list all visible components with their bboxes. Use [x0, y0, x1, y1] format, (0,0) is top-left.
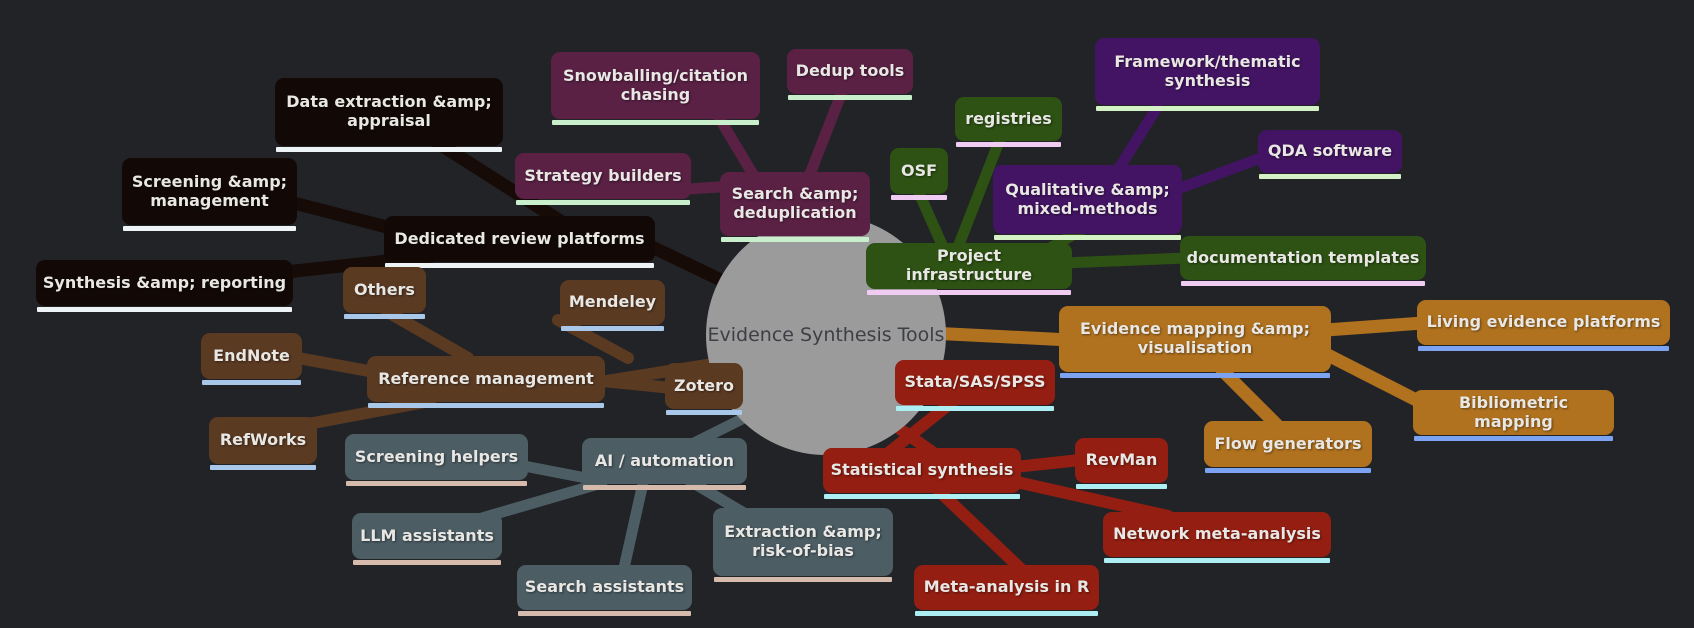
node-zotero[interactable]: Zotero	[665, 363, 743, 415]
node-bibliometric-mapping[interactable]: Bibliometric mapping	[1413, 390, 1614, 441]
node-osf[interactable]: OSF	[890, 148, 948, 200]
node-qualitative-mixed-methods[interactable]: Qualitative &amp; mixed-methods	[993, 165, 1182, 240]
node-label: RevMan	[1085, 450, 1158, 470]
node-data-extraction-appraisal[interactable]: Data extraction &amp; appraisal	[275, 78, 503, 152]
node-label: Project infrastructure	[905, 246, 1033, 284]
link-qualitative-framework	[1112, 100, 1164, 176]
node-label: OSF	[900, 160, 938, 180]
node-label: AI / automation	[594, 450, 735, 470]
node-llm-assistants[interactable]: LLM assistants	[352, 513, 502, 565]
node-label: Meta-analysis in R	[923, 577, 1090, 597]
node-ai-automation[interactable]: AI / automation	[582, 438, 747, 490]
node-label: Extraction &amp; risk-of-bias	[724, 522, 882, 560]
node-label: Bibliometric mapping	[1458, 392, 1569, 431]
node-label: Living evidence platforms	[1426, 312, 1661, 332]
node-label: RefWorks	[219, 430, 307, 450]
node-label: Dedup tools	[795, 61, 905, 81]
link-statistical-network-meta	[1002, 474, 1174, 522]
node-label: Framework/thematic synthesis	[1114, 51, 1301, 90]
node-refworks[interactable]: RefWorks	[209, 417, 317, 470]
link-statistical-revman	[1009, 454, 1086, 473]
node-reference-management[interactable]: Reference management	[367, 356, 605, 408]
node-label: Snowballing/citation chasing	[562, 65, 748, 104]
node-mendeley[interactable]: Mendeley	[560, 280, 665, 331]
link-ref-endnote	[292, 352, 380, 378]
link-ref-zotero	[597, 375, 678, 394]
node-label: Screening helpers	[354, 446, 519, 466]
node-label: Network meta-analysis	[1113, 524, 1321, 544]
node-evidence-mapping-visualisation[interactable]: Evidence mapping &amp; visualisation	[1059, 306, 1331, 378]
link-mapping-bibliometric	[1315, 345, 1435, 413]
node-network-meta-analysis[interactable]: Network meta-analysis	[1103, 512, 1331, 563]
node-screening-helpers[interactable]: Screening helpers	[345, 434, 528, 486]
root-node-label: Evidence Synthesis Tools	[707, 324, 945, 346]
node-label: Strategy builders	[524, 165, 682, 185]
node-meta-analysis-in-r[interactable]: Meta-analysis in R	[914, 565, 1099, 616]
node-search-deduplication[interactable]: Search &amp; deduplication	[720, 172, 870, 242]
node-label: registries	[965, 108, 1052, 128]
node-strategy-builders[interactable]: Strategy builders	[515, 153, 691, 205]
node-statistical-synthesis[interactable]: Statistical synthesis	[823, 448, 1021, 499]
node-label: QDA software	[1267, 141, 1393, 161]
link-mapping-flow-generators	[1215, 363, 1289, 437]
node-flow-generators[interactable]: Flow generators	[1204, 421, 1372, 473]
node-label: Others	[354, 279, 415, 299]
link-ai-screening-helpers	[518, 460, 592, 484]
link-search-dedup-tools	[802, 86, 848, 185]
node-label: Search assistants	[524, 577, 685, 597]
node-framework-thematic-synthesis[interactable]: Framework/thematic synthesis	[1095, 38, 1320, 111]
link-ai-search-assistants	[618, 477, 649, 574]
node-label: documentation templates	[1186, 247, 1420, 267]
node-qda-software[interactable]: QDA software	[1258, 130, 1402, 179]
link-infra-osf	[913, 187, 949, 253]
node-label: LLM assistants	[360, 525, 494, 545]
node-project-infrastructure[interactable]: Project infrastructure	[866, 243, 1072, 295]
node-label: Flow generators	[1214, 433, 1362, 453]
node-endnote[interactable]: EndNote	[201, 333, 302, 385]
link-root-evidence-mapping	[923, 326, 1077, 347]
node-label: Search &amp; deduplication	[731, 184, 859, 222]
node-screening-management[interactable]: Screening &amp; management	[122, 158, 297, 231]
link-infra-documentation-templates	[1057, 252, 1192, 269]
link-qualitative-qda	[1169, 150, 1272, 196]
node-search-assistants[interactable]: Search assistants	[517, 565, 692, 616]
node-extraction-risk-of-bias[interactable]: Extraction &amp; risk-of-bias	[713, 508, 893, 582]
link-mapping-living-evidence	[1319, 316, 1430, 337]
node-label: Statistical synthesis	[830, 460, 1014, 480]
node-label: Mendeley	[568, 292, 657, 312]
node-dedup-tools[interactable]: Dedup tools	[787, 49, 913, 100]
node-label: Synthesis &amp; reporting	[42, 272, 287, 292]
node-label: Reference management	[378, 368, 594, 388]
node-label: Stata/SAS/SPSS	[904, 372, 1046, 392]
node-synthesis-reporting[interactable]: Synthesis &amp; reporting	[36, 260, 293, 312]
link-statistical-meta-r	[932, 484, 1028, 576]
node-revman[interactable]: RevMan	[1075, 438, 1168, 489]
node-label: Zotero	[674, 375, 734, 395]
node-registries[interactable]: registries	[955, 97, 1062, 147]
link-infra-registries	[952, 133, 1006, 253]
node-label: Qualitative &amp; mixed-methods	[1005, 179, 1170, 218]
node-documentation-templates[interactable]: documentation templates	[1180, 236, 1426, 286]
node-living-evidence-platforms[interactable]: Living evidence platforms	[1417, 300, 1670, 351]
node-label: Evidence mapping &amp; visualisation	[1080, 319, 1310, 357]
node-label: Screening &amp; management	[131, 171, 288, 210]
node-label: Data extraction &amp; appraisal	[286, 92, 492, 130]
node-dedicated-review-platforms[interactable]: Dedicated review platforms	[384, 216, 655, 268]
node-snowballing-citation-chasing[interactable]: Snowballing/citation chasing	[551, 52, 760, 125]
link-search-snowballing	[712, 110, 763, 187]
node-label: EndNote	[213, 345, 290, 365]
node-others[interactable]: Others	[343, 267, 426, 319]
node-stata-sas-spss[interactable]: Stata/SAS/SPSS	[895, 360, 1055, 411]
node-label: Dedicated review platforms	[394, 228, 645, 248]
